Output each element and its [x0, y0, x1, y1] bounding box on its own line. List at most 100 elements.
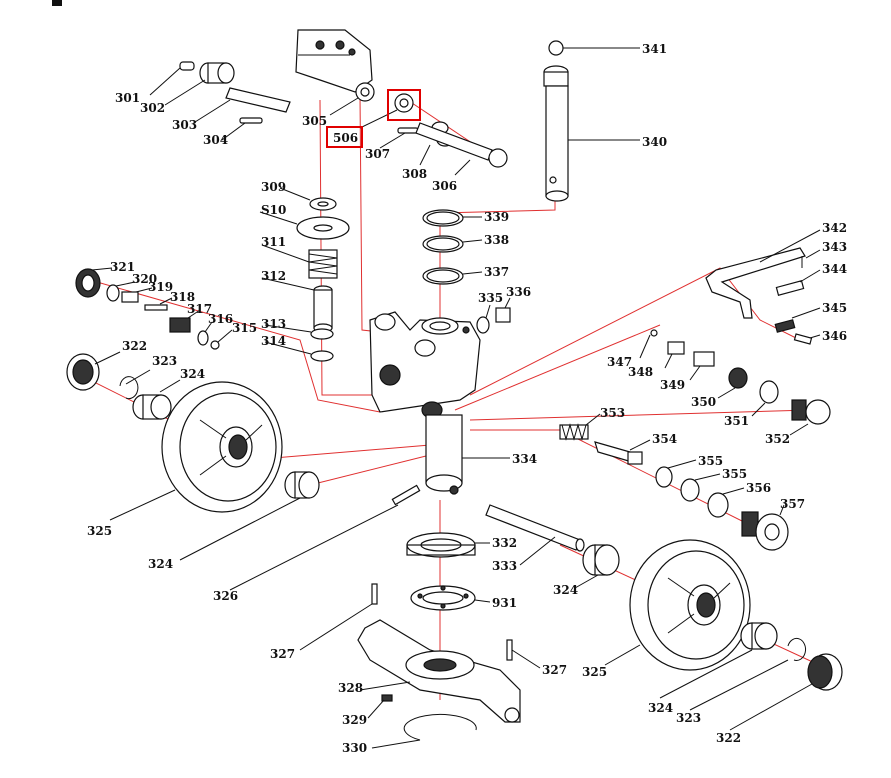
ball-341 [548, 40, 640, 56]
label-355-a: 355 [698, 454, 723, 468]
spring-349 [689, 351, 715, 381]
label-325-left: 325 [87, 524, 112, 538]
spring-345 [774, 307, 821, 333]
oring-339 [422, 209, 482, 227]
label-324-right-bottom: 324 [648, 701, 673, 715]
bushing-302 [164, 62, 235, 106]
label-357: 357 [780, 497, 805, 511]
pin-307 [379, 127, 419, 149]
oring-351 [751, 380, 779, 417]
label-324-left: 324 [148, 557, 173, 571]
label-301: 301 [115, 91, 140, 105]
oring-316 [197, 321, 213, 346]
label-352: 352 [765, 432, 790, 446]
label-322-right: 322 [716, 731, 741, 745]
label-319: 319 [148, 280, 173, 294]
label-315: 315 [232, 321, 257, 335]
seal-310 [259, 211, 350, 240]
axle-303 [194, 87, 291, 123]
label-327-right: 327 [542, 663, 567, 677]
label-323-left: 323 [152, 354, 177, 368]
label-355-b: 355 [722, 467, 747, 481]
bearing-322-left [66, 351, 121, 391]
oring-355-a [655, 459, 697, 488]
label-346: 346 [822, 329, 847, 343]
valve-354 [594, 439, 651, 465]
label-314: 314 [261, 334, 286, 348]
oring-314 [264, 341, 334, 362]
label-350: 350 [691, 395, 716, 409]
pump-head-casting [295, 29, 373, 93]
label-354: 354 [652, 432, 677, 446]
spacer-324-left-top [132, 379, 181, 420]
highlight-box-label [326, 126, 363, 148]
pin-318 [144, 297, 173, 311]
ram-340 [543, 65, 640, 202]
roller-305 [329, 82, 375, 116]
label-303: 303 [172, 118, 197, 132]
label-326: 326 [213, 589, 238, 603]
label-322-left: 322 [122, 339, 147, 353]
spring-319 [121, 287, 153, 303]
oring-337 [422, 267, 483, 285]
bolt-344 [775, 269, 821, 296]
label-317: 317 [187, 302, 212, 316]
wheel-325-left [109, 381, 283, 521]
screw-346 [793, 333, 821, 345]
label-304: 304 [203, 133, 228, 147]
spacer-324-left [179, 471, 320, 561]
nut-352 [789, 399, 831, 436]
roller-321 [75, 267, 113, 298]
screw-329 [367, 694, 393, 719]
spring-311 [261, 244, 338, 279]
label-506: 506 [333, 131, 358, 145]
seal-332 [406, 532, 490, 558]
washer-309 [279, 187, 337, 211]
label-329: 329 [342, 713, 367, 727]
highlight-box-part [387, 89, 421, 121]
label-345: 345 [822, 301, 847, 315]
frame-328 [357, 619, 521, 723]
label-344: 344 [822, 262, 847, 276]
circlip-323-right [689, 637, 806, 711]
oring-313 [264, 324, 334, 340]
label-334: 334 [512, 452, 537, 466]
label-356: 356 [746, 481, 771, 495]
label-324-right: 324 [553, 583, 578, 597]
circlip-323-left [119, 369, 151, 400]
pin-327-right [506, 639, 541, 669]
label-323-right: 323 [676, 711, 701, 725]
label-320: 320 [132, 272, 157, 286]
label-305: 305 [302, 114, 327, 128]
oring-320 [106, 281, 136, 302]
label-316: 316 [208, 312, 233, 326]
part-labels: 301 302 303 304 305 506 307 308 306 309 … [87, 42, 847, 755]
oring-355-b [680, 473, 721, 502]
label-338: 338 [484, 233, 509, 247]
label-325-right: 325 [582, 665, 607, 679]
label-328: 328 [338, 681, 363, 695]
label-332: 332 [492, 536, 517, 550]
label-318: 318 [170, 290, 195, 304]
label-342: 342 [822, 221, 847, 235]
lever-342 [705, 229, 821, 319]
spring-353 [559, 413, 601, 441]
adjuster-357 [741, 504, 789, 551]
shaft-306 [415, 122, 508, 176]
ball-315 [210, 329, 233, 350]
label-339: 339 [484, 210, 509, 224]
pin-326 [229, 484, 421, 591]
bearing-331 [410, 585, 491, 611]
label-336: 336 [506, 285, 531, 299]
part-506-highlighted [359, 93, 414, 129]
label-310: S10 [261, 203, 286, 217]
label-312: 312 [261, 269, 286, 283]
label-351: 351 [724, 414, 749, 428]
label-343: 343 [822, 240, 847, 254]
cropped-header-fragment [52, 0, 62, 6]
label-321: 321 [110, 260, 135, 274]
label-335: 335 [478, 291, 503, 305]
label-324-left-top: 324 [180, 367, 205, 381]
ball-347 [639, 329, 658, 359]
